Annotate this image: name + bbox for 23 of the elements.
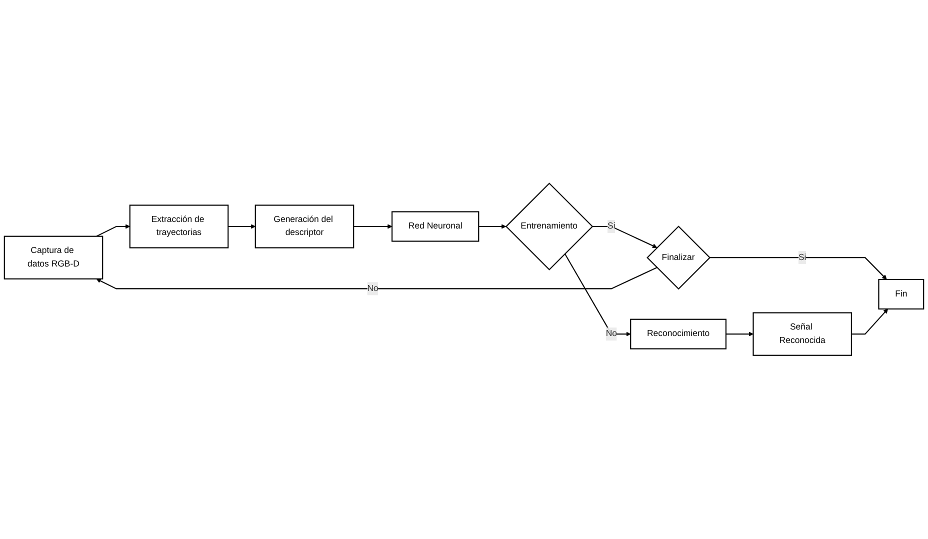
node-box: Captura de datos RGB-D	[4, 236, 104, 280]
arrow	[354, 224, 392, 230]
node-box: Generación del descriptor	[254, 204, 354, 248]
arrow	[96, 224, 130, 237]
node-box: Reconocimiento	[630, 318, 726, 350]
node-box: Fin	[878, 279, 924, 310]
arrow	[478, 224, 506, 230]
arrow	[228, 224, 256, 230]
arrow	[96, 267, 658, 290]
edge-label: Si	[608, 222, 616, 231]
edge-label: Si	[798, 252, 806, 262]
arrow	[726, 332, 754, 337]
arrow	[592, 226, 658, 248]
edge-label: No	[606, 329, 617, 339]
node-box: Red Neuronal	[392, 211, 480, 242]
node-diamond: Entrenamiento	[505, 182, 594, 271]
arrow	[851, 308, 888, 335]
node-box: Señal Reconocida	[752, 312, 852, 356]
edge-label: No	[367, 284, 378, 294]
node-box: Extracción de trayectorias	[129, 204, 229, 248]
arrow	[710, 257, 887, 280]
arrow	[564, 254, 631, 337]
node-diamond: Finalizar	[646, 226, 711, 290]
